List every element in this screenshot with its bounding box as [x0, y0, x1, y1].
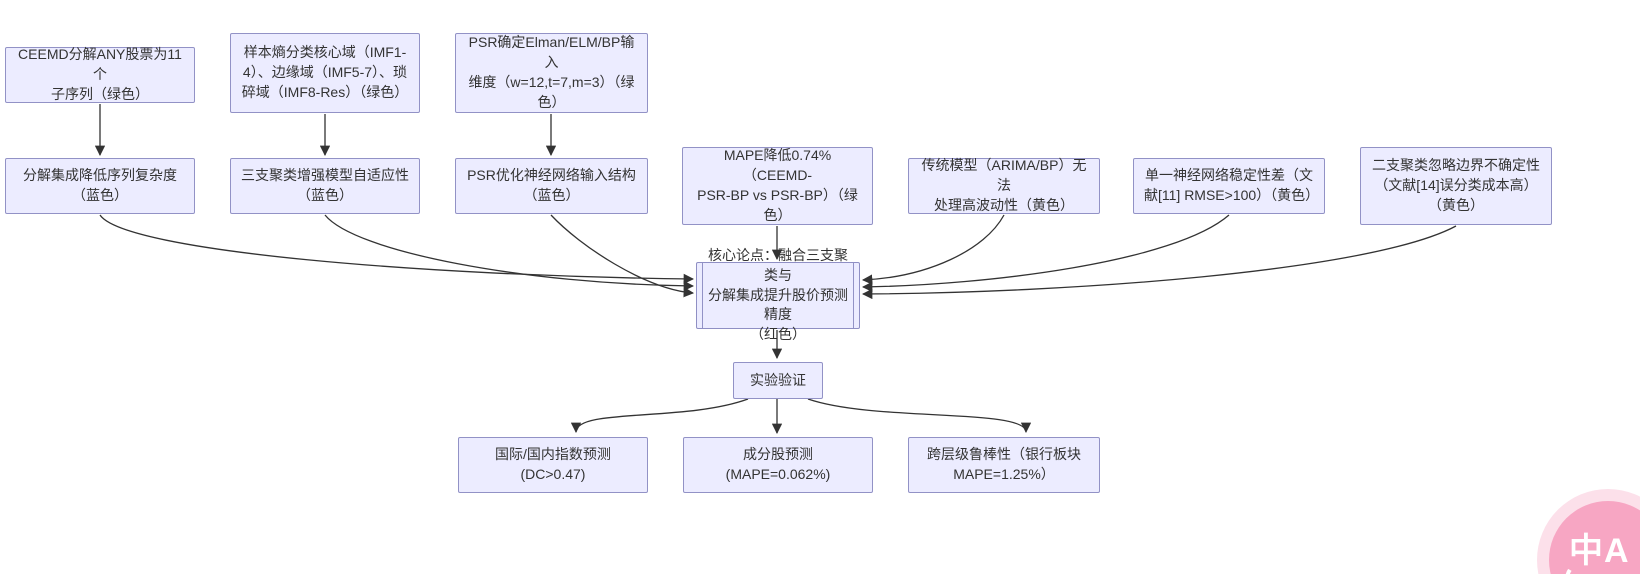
node-decompose-complexity: 分解集成降低序列复杂度 （蓝色） — [5, 158, 195, 214]
node-core-thesis: 核心论点：融合三支聚类与 分解集成提升股价预测精度 （红色） — [696, 247, 860, 342]
edge-experiment-to-robustness — [807, 398, 1032, 434]
edge-traditional-to-core — [861, 214, 1005, 285]
edge-twoway-to-core — [861, 225, 1457, 300]
node-constituent-prediction: 成分股预测 (MAPE=0.062%) — [683, 437, 873, 493]
node-two-way-limit: 二支聚类忽略边界不确定性 （文献[14]误分类成本高） （黄色） — [1360, 147, 1552, 225]
translate-badge[interactable]: 中A — [1549, 501, 1640, 574]
edge-singlenn-to-core — [861, 214, 1230, 293]
node-cross-level-robustness: 跨层级鲁棒性（银行板块 MAPE=1.25%） — [908, 437, 1100, 493]
node-psr-dimension: PSR确定Elman/ELM/BP输入 维度（w=12,t=7,m=3）（绿 色… — [455, 33, 648, 113]
node-psr-structure: PSR优化神经网络输入结构 （蓝色） — [455, 158, 648, 214]
node-ceemd-decompose: CEEMD分解ANY股票为11个 子序列（绿色） — [5, 46, 195, 103]
node-mape-improvement: MAPE降低0.74%（CEEMD- PSR-BP vs PSR-BP）（绿 色… — [682, 147, 873, 225]
node-single-nn-instability: 单一神经网络稳定性差（文 献[11] RMSE>100）（黄色） — [1133, 158, 1325, 214]
edge-experiment-to-index — [570, 398, 749, 434]
node-sample-entropy: 样本熵分类核心域（IMF1- 4）、边缘域（IMF5-7）、琐 碎域（IMF8-… — [230, 33, 420, 113]
node-three-way-adaptive: 三支聚类增强模型自适应性 （蓝色） — [230, 158, 420, 214]
edge-structure-to-core — [550, 214, 695, 298]
node-traditional-limit: 传统模型（ARIMA/BP）无法 处理高波动性（黄色） — [908, 157, 1100, 214]
node-experiment-validation: 实验验证 — [733, 362, 823, 399]
core-thesis-label: 核心论点：融合三支聚类与 分解集成提升股价预测精度 （红色） — [708, 246, 848, 343]
edge-adaptive-to-core — [324, 214, 695, 292]
node-index-prediction: 国际/国内指数预测 (DC>0.47) — [458, 437, 648, 493]
edge-complexity-to-core — [99, 214, 695, 285]
translate-badge-label: 中A — [1569, 532, 1630, 570]
